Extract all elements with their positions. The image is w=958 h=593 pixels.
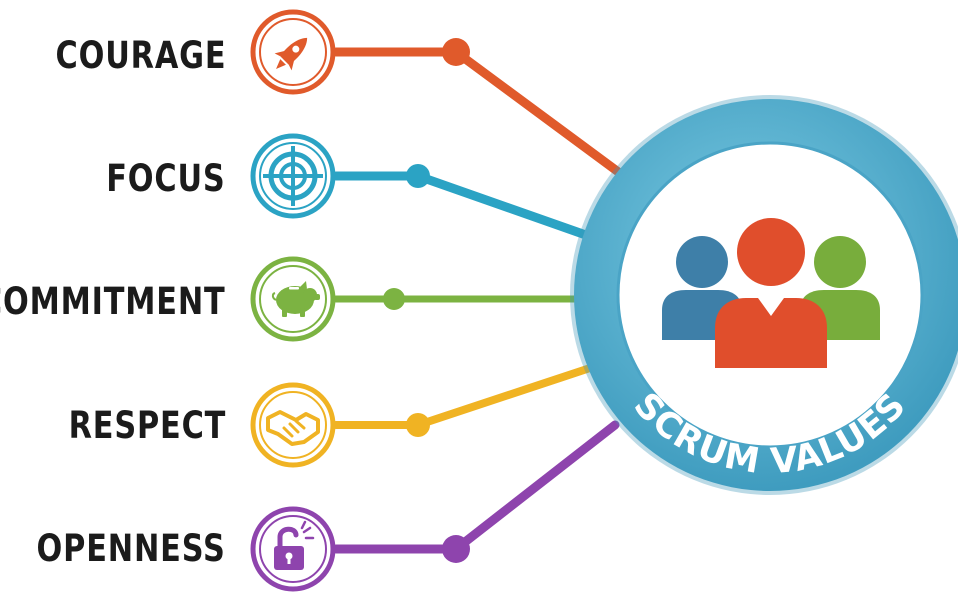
value-label-commitment: COMMITMENT [0, 280, 226, 323]
rocket-icon [250, 9, 336, 95]
connector-openness [331, 420, 620, 563]
value-label-focus: FOCUS [106, 157, 226, 200]
unlock-icon [250, 506, 336, 592]
scrum-values-hub: SCRUM VALUES [570, 95, 958, 495]
value-label-respect: RESPECT [68, 404, 226, 447]
target-icon [250, 133, 336, 219]
connector-commitment [332, 288, 584, 310]
handshake-icon [250, 382, 336, 468]
connector-focus [331, 164, 605, 245]
team-icon [662, 218, 880, 368]
connector-courage [331, 38, 645, 193]
value-label-courage: COURAGE [55, 34, 226, 77]
connector-respect [332, 364, 594, 437]
piggy-bank-icon [250, 256, 336, 342]
value-label-openness: OPENNESS [36, 527, 226, 570]
